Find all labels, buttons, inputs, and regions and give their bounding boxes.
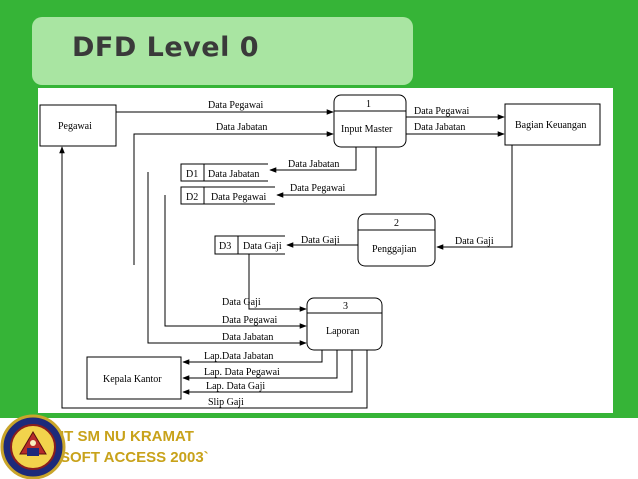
flow-pegawai-data-jabatan: Data Jabatan <box>133 122 334 265</box>
svg-text:Input Master: Input Master <box>341 124 393 135</box>
process-laporan: 3 Laporan <box>306 297 383 351</box>
svg-text:Slip Gaji: Slip Gaji <box>208 397 244 408</box>
svg-text:D1: D1 <box>186 169 198 180</box>
process-penggajian: 2 Penggajian <box>357 213 436 267</box>
flow-keuangan-data-pegawai: Data Pegawai <box>406 106 505 120</box>
flow-slip-gaji: Slip Gaji <box>59 146 368 409</box>
footer-bar <box>0 418 638 479</box>
svg-text:Data Gaji: Data Gaji <box>243 241 282 252</box>
flow-pegawai-data-pegawai: Data Pegawai <box>116 100 334 115</box>
flow-laporan-data-pegawai: Data Pegawai <box>164 195 307 329</box>
entity-bagian-keuangan: Bagian Keuangan <box>504 103 601 146</box>
svg-text:Data Pegawai: Data Pegawai <box>290 183 345 194</box>
datastore-d3: D3 Data Gaji <box>214 235 285 255</box>
flow-to-d1-data-jabatan: Data Jabatan <box>269 147 357 173</box>
svg-text:2: 2 <box>394 218 399 229</box>
entity-kepala-kantor: Kepala Kantor <box>86 356 182 400</box>
footer-line-2: SOFT ACCESS 2003` <box>60 449 209 466</box>
svg-text:Data Gaji: Data Gaji <box>455 236 494 247</box>
svg-text:Lap. Data Gaji: Lap. Data Gaji <box>206 381 265 392</box>
entity-pegawai: Pegawai <box>39 104 117 147</box>
svg-text:Bagian Keuangan: Bagian Keuangan <box>515 120 586 131</box>
footer-line-1: IT SM NU KRAMAT <box>60 428 194 445</box>
svg-text:Data Gaji: Data Gaji <box>301 235 340 246</box>
title-panel <box>32 17 413 85</box>
flow-to-d3-data-gaji: Data Gaji <box>286 235 358 248</box>
process-input-master: 1 Input Master <box>333 94 407 148</box>
datastore-d1: D1 Data Jabatan <box>180 163 268 182</box>
flow-out-lap-data-pegawai: Lap. Data Pegawai <box>182 350 338 381</box>
svg-text:1: 1 <box>366 99 371 110</box>
svg-text:D3: D3 <box>219 241 231 252</box>
flow-to-d2-data-pegawai: Data Pegawai <box>276 147 377 198</box>
svg-text:D2: D2 <box>186 192 198 203</box>
datastore-d2: D2 Data Pegawai <box>180 186 275 205</box>
flow-laporan-data-gaji: Data Gaji <box>222 254 307 312</box>
svg-text:Kepala Kantor: Kepala Kantor <box>103 374 162 385</box>
flow-laporan-data-jabatan: Data Jabatan <box>147 172 307 346</box>
svg-text:Penggajian: Penggajian <box>372 244 416 255</box>
svg-text:Data Pegawai: Data Pegawai <box>414 106 469 117</box>
svg-text:Pegawai: Pegawai <box>58 121 92 132</box>
svg-text:Data Jabatan: Data Jabatan <box>208 169 259 180</box>
svg-text:3: 3 <box>343 301 348 312</box>
svg-text:Data Jabatan: Data Jabatan <box>216 122 267 133</box>
school-logo-icon <box>0 414 66 479</box>
flow-out-lap-data-gaji: Lap. Data Gaji <box>182 350 353 395</box>
slide-title: DFD Level 0 <box>72 32 260 63</box>
svg-text:Data Jabatan: Data Jabatan <box>222 332 273 343</box>
svg-text:Data Jabatan: Data Jabatan <box>288 159 339 170</box>
svg-text:Data Jabatan: Data Jabatan <box>414 122 465 133</box>
svg-text:Data Pegawai: Data Pegawai <box>208 100 263 111</box>
flow-keuangan-data-gaji: Data Gaji <box>436 145 513 250</box>
svg-text:Laporan: Laporan <box>326 326 359 337</box>
flow-out-lap-data-jabatan: Lap.Data Jabatan <box>182 350 323 365</box>
svg-text:Lap.Data Jabatan: Lap.Data Jabatan <box>204 351 273 362</box>
svg-text:Data Pegawai: Data Pegawai <box>222 315 277 326</box>
svg-text:Lap. Data Pegawai: Lap. Data Pegawai <box>204 367 280 378</box>
svg-text:Data Pegawai: Data Pegawai <box>211 192 266 203</box>
svg-text:Data Gaji: Data Gaji <box>222 297 261 308</box>
flow-keuangan-data-jabatan: Data Jabatan <box>406 122 505 137</box>
